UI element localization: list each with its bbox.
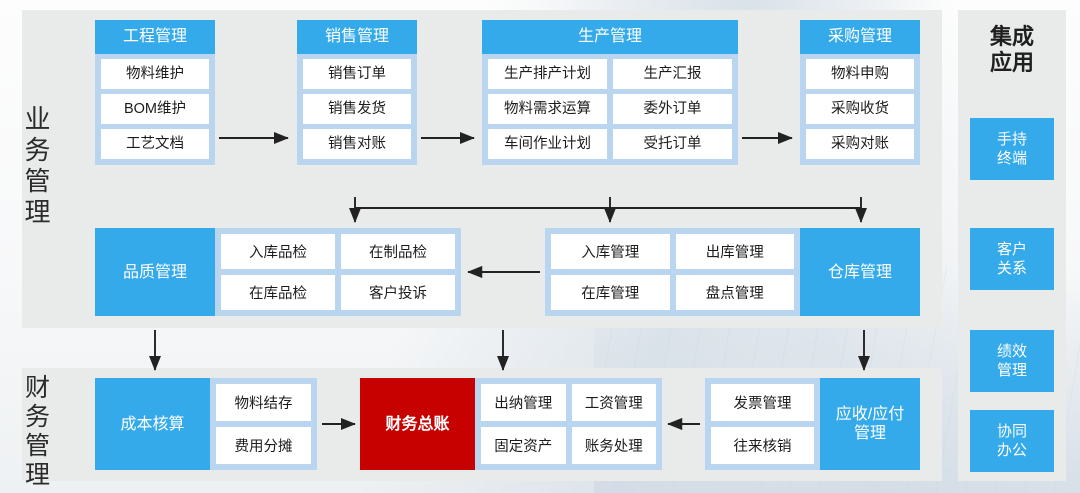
- cell-bom-maintenance[interactable]: BOM维护: [101, 94, 209, 124]
- module-receivable-payable-title: 应收/应付 管理: [820, 378, 920, 470]
- cell-invoice-management[interactable]: 发票管理: [711, 384, 814, 421]
- cell-cashier-management[interactable]: 出纳管理: [481, 384, 566, 421]
- cell-material-requisition[interactable]: 物料申购: [806, 59, 914, 89]
- cell-settlement-writeoff[interactable]: 往来核销: [711, 427, 814, 464]
- cell-inbound-inspection[interactable]: 入库品检: [221, 234, 335, 269]
- cell-outsourcing-order[interactable]: 委外订单: [613, 94, 732, 124]
- cell-stocktaking-management[interactable]: 盘点管理: [675, 275, 794, 310]
- app-tile-collaborative-office[interactable]: 协同 办公: [970, 410, 1054, 472]
- module-row: 车间作业计划 受托订单: [488, 129, 732, 159]
- module-sales-body: 销售订单 销售发货 销售对账: [297, 54, 417, 165]
- cell-purchase-receipt[interactable]: 采购收货: [806, 94, 914, 124]
- module-row: 销售对账: [303, 129, 411, 159]
- module-row: 销售发货: [303, 94, 411, 124]
- module-sales-title: 销售管理: [297, 20, 417, 54]
- cell-entrusted-order[interactable]: 受托订单: [613, 129, 732, 159]
- cell-production-report[interactable]: 生产汇报: [613, 59, 732, 89]
- module-general-ledger-body: 出纳管理 工资管理 固定资产 账务处理: [475, 378, 662, 470]
- module-warehouse-body: 入库管理 出库管理 在库管理 盘点管理: [545, 228, 800, 316]
- cell-production-schedule-plan[interactable]: 生产排产计划: [488, 59, 607, 89]
- cell-wip-inspection[interactable]: 在制品检: [341, 234, 455, 269]
- module-purchasing-body: 物料申购 采购收货 采购对账: [800, 54, 920, 165]
- cell-sales-reconciliation[interactable]: 销售对账: [303, 129, 411, 159]
- module-sales[interactable]: 销售管理 销售订单 销售发货 销售对账: [297, 20, 417, 165]
- module-row: 生产排产计划 生产汇报: [488, 59, 732, 89]
- module-receivable-payable-body: 发票管理 往来核销: [705, 378, 820, 470]
- cell-process-document[interactable]: 工艺文档: [101, 129, 209, 159]
- module-row: 销售订单: [303, 59, 411, 89]
- module-quality-body: 入库品检 在制品检 在库品检 客户投诉: [215, 228, 461, 316]
- cell-customer-complaint[interactable]: 客户投诉: [341, 275, 455, 310]
- module-purchasing[interactable]: 采购管理 物料申购 采购收货 采购对账: [800, 20, 920, 165]
- module-quality[interactable]: 品质管理 入库品检 在制品检 在库品检 客户投诉: [95, 228, 461, 316]
- business-zone-label: 业 务 管 理: [24, 105, 52, 227]
- cell-accounting-processing[interactable]: 账务处理: [571, 427, 656, 464]
- module-engineering-body: 物料维护 BOM维护 工艺文档: [95, 54, 215, 165]
- module-engineering[interactable]: 工程管理 物料维护 BOM维护 工艺文档: [95, 20, 215, 165]
- cell-material-balance[interactable]: 物料结存: [216, 384, 311, 421]
- module-warehouse-title: 仓库管理: [800, 228, 920, 316]
- module-row: 工艺文档: [101, 129, 209, 159]
- module-engineering-title: 工程管理: [95, 20, 215, 54]
- cell-purchase-reconciliation[interactable]: 采购对账: [806, 129, 914, 159]
- module-production[interactable]: 生产管理 生产排产计划 生产汇报 物料需求运算 委外订单 车间作业计划 受托订单: [482, 20, 738, 165]
- cell-outbound-management[interactable]: 出库管理: [675, 234, 794, 269]
- module-row: 采购收货: [806, 94, 914, 124]
- app-tile-handheld-terminal[interactable]: 手持 终端: [970, 118, 1054, 180]
- module-row: 采购对账: [806, 129, 914, 159]
- app-tile-performance-management[interactable]: 绩效 管理: [970, 330, 1054, 392]
- module-general-ledger[interactable]: 财务总账 出纳管理 工资管理 固定资产 账务处理: [360, 378, 662, 470]
- cell-sales-order[interactable]: 销售订单: [303, 59, 411, 89]
- cell-material-requirement-calc[interactable]: 物料需求运算: [488, 94, 607, 124]
- app-tile-customer-relations[interactable]: 客户 关系: [970, 228, 1054, 290]
- cell-fixed-assets[interactable]: 固定资产: [481, 427, 566, 464]
- module-cost-accounting-title: 成本核算: [95, 378, 210, 470]
- integrated-apps-title: 集成 应用: [989, 24, 1034, 75]
- module-warehouse[interactable]: 入库管理 出库管理 在库管理 盘点管理 仓库管理: [545, 228, 920, 316]
- cell-inbound-management[interactable]: 入库管理: [551, 234, 670, 269]
- finance-zone-label: 财 务 管 理: [24, 375, 51, 489]
- module-purchasing-title: 采购管理: [800, 20, 920, 54]
- cell-instock-management[interactable]: 在库管理: [551, 275, 670, 310]
- module-row: 物料维护: [101, 59, 209, 89]
- module-general-ledger-title: 财务总账: [360, 378, 475, 470]
- module-row: 物料需求运算 委外订单: [488, 94, 732, 124]
- module-quality-title: 品质管理: [95, 228, 215, 316]
- module-row: 物料申购: [806, 59, 914, 89]
- cell-expense-allocation[interactable]: 费用分摊: [216, 427, 311, 464]
- module-production-title: 生产管理: [482, 20, 738, 54]
- cell-workshop-job-plan[interactable]: 车间作业计划: [488, 129, 607, 159]
- module-receivable-payable[interactable]: 发票管理 往来核销 应收/应付 管理: [705, 378, 920, 470]
- module-cost-accounting-body: 物料结存 费用分摊: [210, 378, 317, 470]
- cell-material-maintenance[interactable]: 物料维护: [101, 59, 209, 89]
- module-row: BOM维护: [101, 94, 209, 124]
- module-production-body: 生产排产计划 生产汇报 物料需求运算 委外订单 车间作业计划 受托订单: [482, 54, 738, 165]
- module-cost-accounting[interactable]: 成本核算 物料结存 费用分摊: [95, 378, 317, 470]
- cell-sales-shipment[interactable]: 销售发货: [303, 94, 411, 124]
- cell-instock-inspection[interactable]: 在库品检: [221, 275, 335, 310]
- cell-payroll-management[interactable]: 工资管理: [571, 384, 656, 421]
